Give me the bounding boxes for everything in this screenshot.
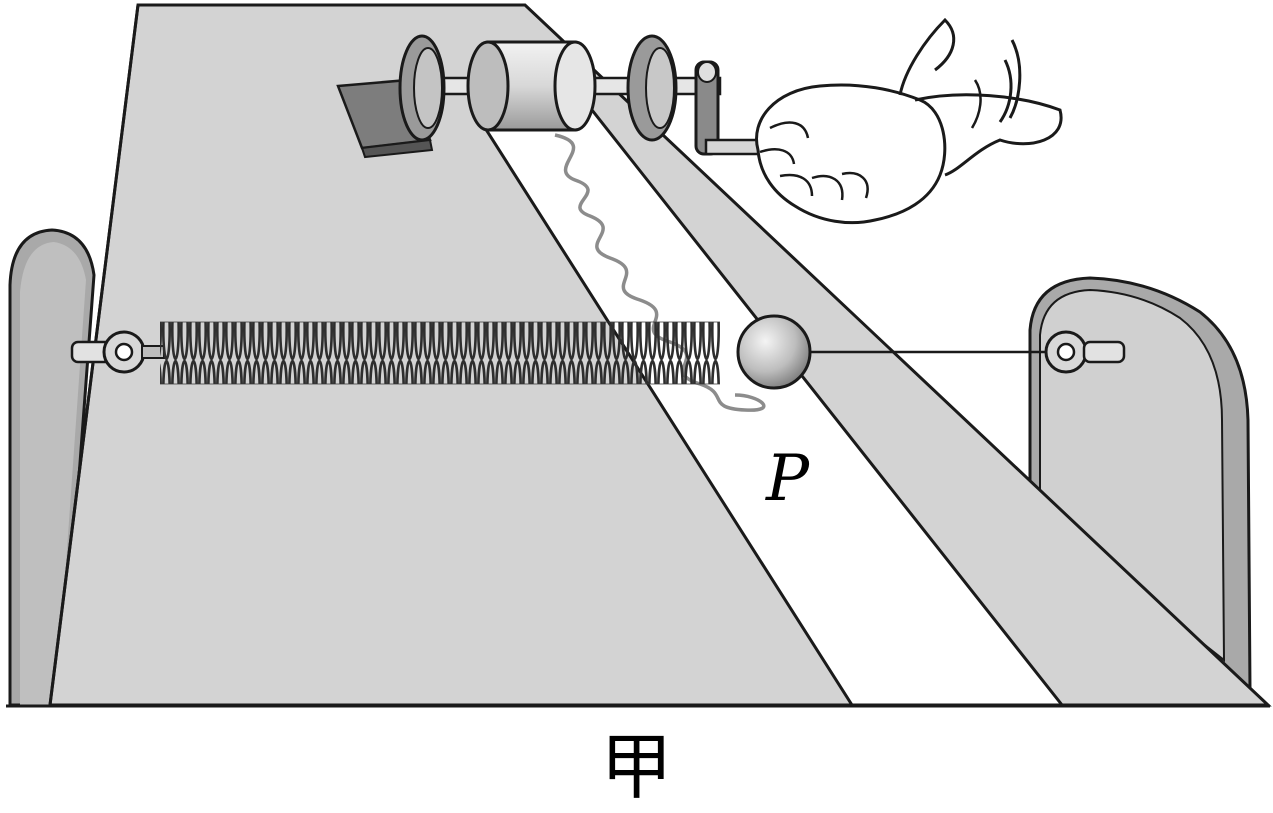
spring [160, 321, 720, 385]
left-pin [70, 330, 165, 374]
wave-trace [554, 133, 766, 412]
right-pin [1044, 330, 1126, 374]
right-support [1028, 276, 1252, 692]
point-label: P [765, 442, 810, 516]
hand-crank-hand [755, 17, 1063, 225]
roller-assembly [398, 34, 772, 156]
figure-caption: 甲 [600, 725, 673, 809]
ball-p [736, 314, 812, 390]
